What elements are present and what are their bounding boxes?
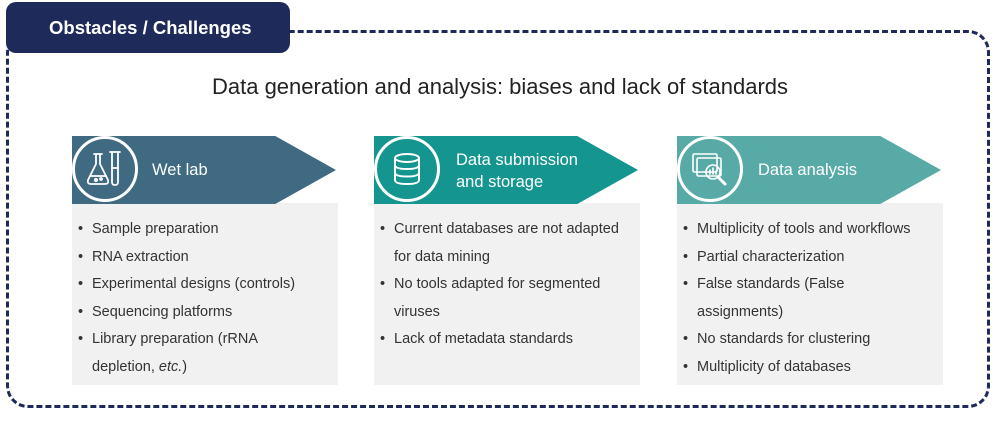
data-submission-heading-line1: Data submission bbox=[456, 151, 578, 169]
list-item: Library preparation (rRNA depletion, etc… bbox=[78, 326, 333, 381]
diagram-title: Data generation and analysis: biases and… bbox=[211, 74, 789, 99]
data-submission-heading: Data submission and storage bbox=[456, 149, 578, 193]
wet-lab-heading-line1: Wet lab bbox=[152, 161, 208, 179]
list-item: RNA extraction bbox=[78, 244, 333, 272]
list-item: Partial characterization bbox=[683, 244, 938, 272]
dashed-frame bbox=[6, 30, 990, 408]
list-item: Lack of metadata standards bbox=[380, 326, 635, 354]
section-tab: Obstacles / Challenges bbox=[6, 2, 290, 53]
list-item: Sequencing platforms bbox=[78, 299, 333, 327]
data-analysis-heading-line1: Data analysis bbox=[758, 161, 858, 179]
list-item: Sample preparation bbox=[78, 216, 333, 244]
list-item: Current databases are not adapted for da… bbox=[380, 216, 635, 271]
data-submission-list: Current databases are not adapted for da… bbox=[380, 216, 635, 354]
list-item: No tools adapted for segmented viruses bbox=[380, 271, 635, 326]
wet-lab-list: Sample preparation RNA extraction Experi… bbox=[78, 216, 333, 381]
data-analysis-heading: Data analysis bbox=[758, 159, 857, 181]
section-tab-label: Obstacles / Challenges bbox=[49, 16, 252, 38]
list-item: Multiplicity of tools and workflows bbox=[683, 216, 938, 244]
list-item: Multiplicity of databases bbox=[683, 354, 938, 382]
lab-flask-icon bbox=[72, 136, 138, 202]
wet-lab-heading: Wet lab bbox=[152, 159, 208, 181]
data-submission-heading-line2: and storage bbox=[456, 173, 544, 191]
list-item: Experimental designs (controls) bbox=[78, 271, 333, 299]
data-analysis-icon bbox=[677, 136, 743, 202]
data-analysis-list: Multiplicity of tools and workflows Part… bbox=[683, 216, 938, 381]
database-icon bbox=[374, 136, 440, 202]
list-item: No standards for clustering bbox=[683, 326, 938, 354]
list-item: False standards (False assignments) bbox=[683, 271, 938, 326]
